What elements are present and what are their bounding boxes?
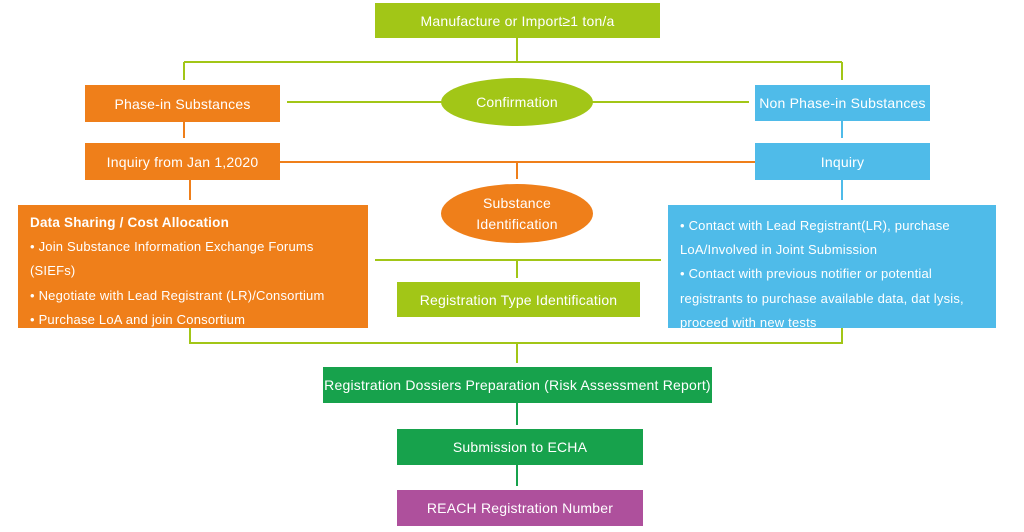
node-data-sharing-cost-allocation: Data Sharing / Cost Allocation • Join Su…: [18, 205, 368, 351]
data-sharing-bullet: • Join Substance Information Exchange Fo…: [30, 239, 314, 279]
contact-bullet: • Contact with previous notifier or pote…: [680, 266, 964, 330]
node-reach-registration-number: REACH Registration Number: [397, 490, 643, 526]
data-sharing-title: Data Sharing / Cost Allocation: [30, 215, 230, 230]
node-inquiry: Inquiry: [755, 143, 930, 180]
node-phase-in-substances: Phase-in Substances: [85, 85, 280, 122]
node-contact-lead-registrant: • Contact with Lead Registrant(LR), purc…: [668, 205, 996, 330]
node-substance-identification: Substance Identification: [441, 184, 593, 243]
node-registration-type-identification: Registration Type Identification: [397, 282, 640, 317]
node-non-phase-in-substances: Non Phase-in Substances: [755, 85, 930, 121]
node-inquiry-from-jan-2020: Inquiry from Jan 1,2020: [85, 143, 280, 180]
contact-bullet: • Contact with Lead Registrant(LR), purc…: [680, 218, 950, 258]
data-sharing-bullet: • Negotiate with Lead Registrant (LR)/Co…: [30, 287, 325, 303]
node-manufacture-or-import: Manufacture or Import≥1 ton/a: [375, 3, 660, 38]
node-registration-dossiers-preparation: Registration Dossiers Preparation (Risk …: [323, 367, 712, 403]
node-submission-to-echa: Submission to ECHA: [397, 429, 643, 465]
data-sharing-bullet: • Purchase LoA and join Consortium: [30, 311, 246, 327]
data-sharing-bullet: • Proceed with new tests: [30, 336, 177, 352]
node-confirmation: Confirmation: [441, 78, 593, 126]
